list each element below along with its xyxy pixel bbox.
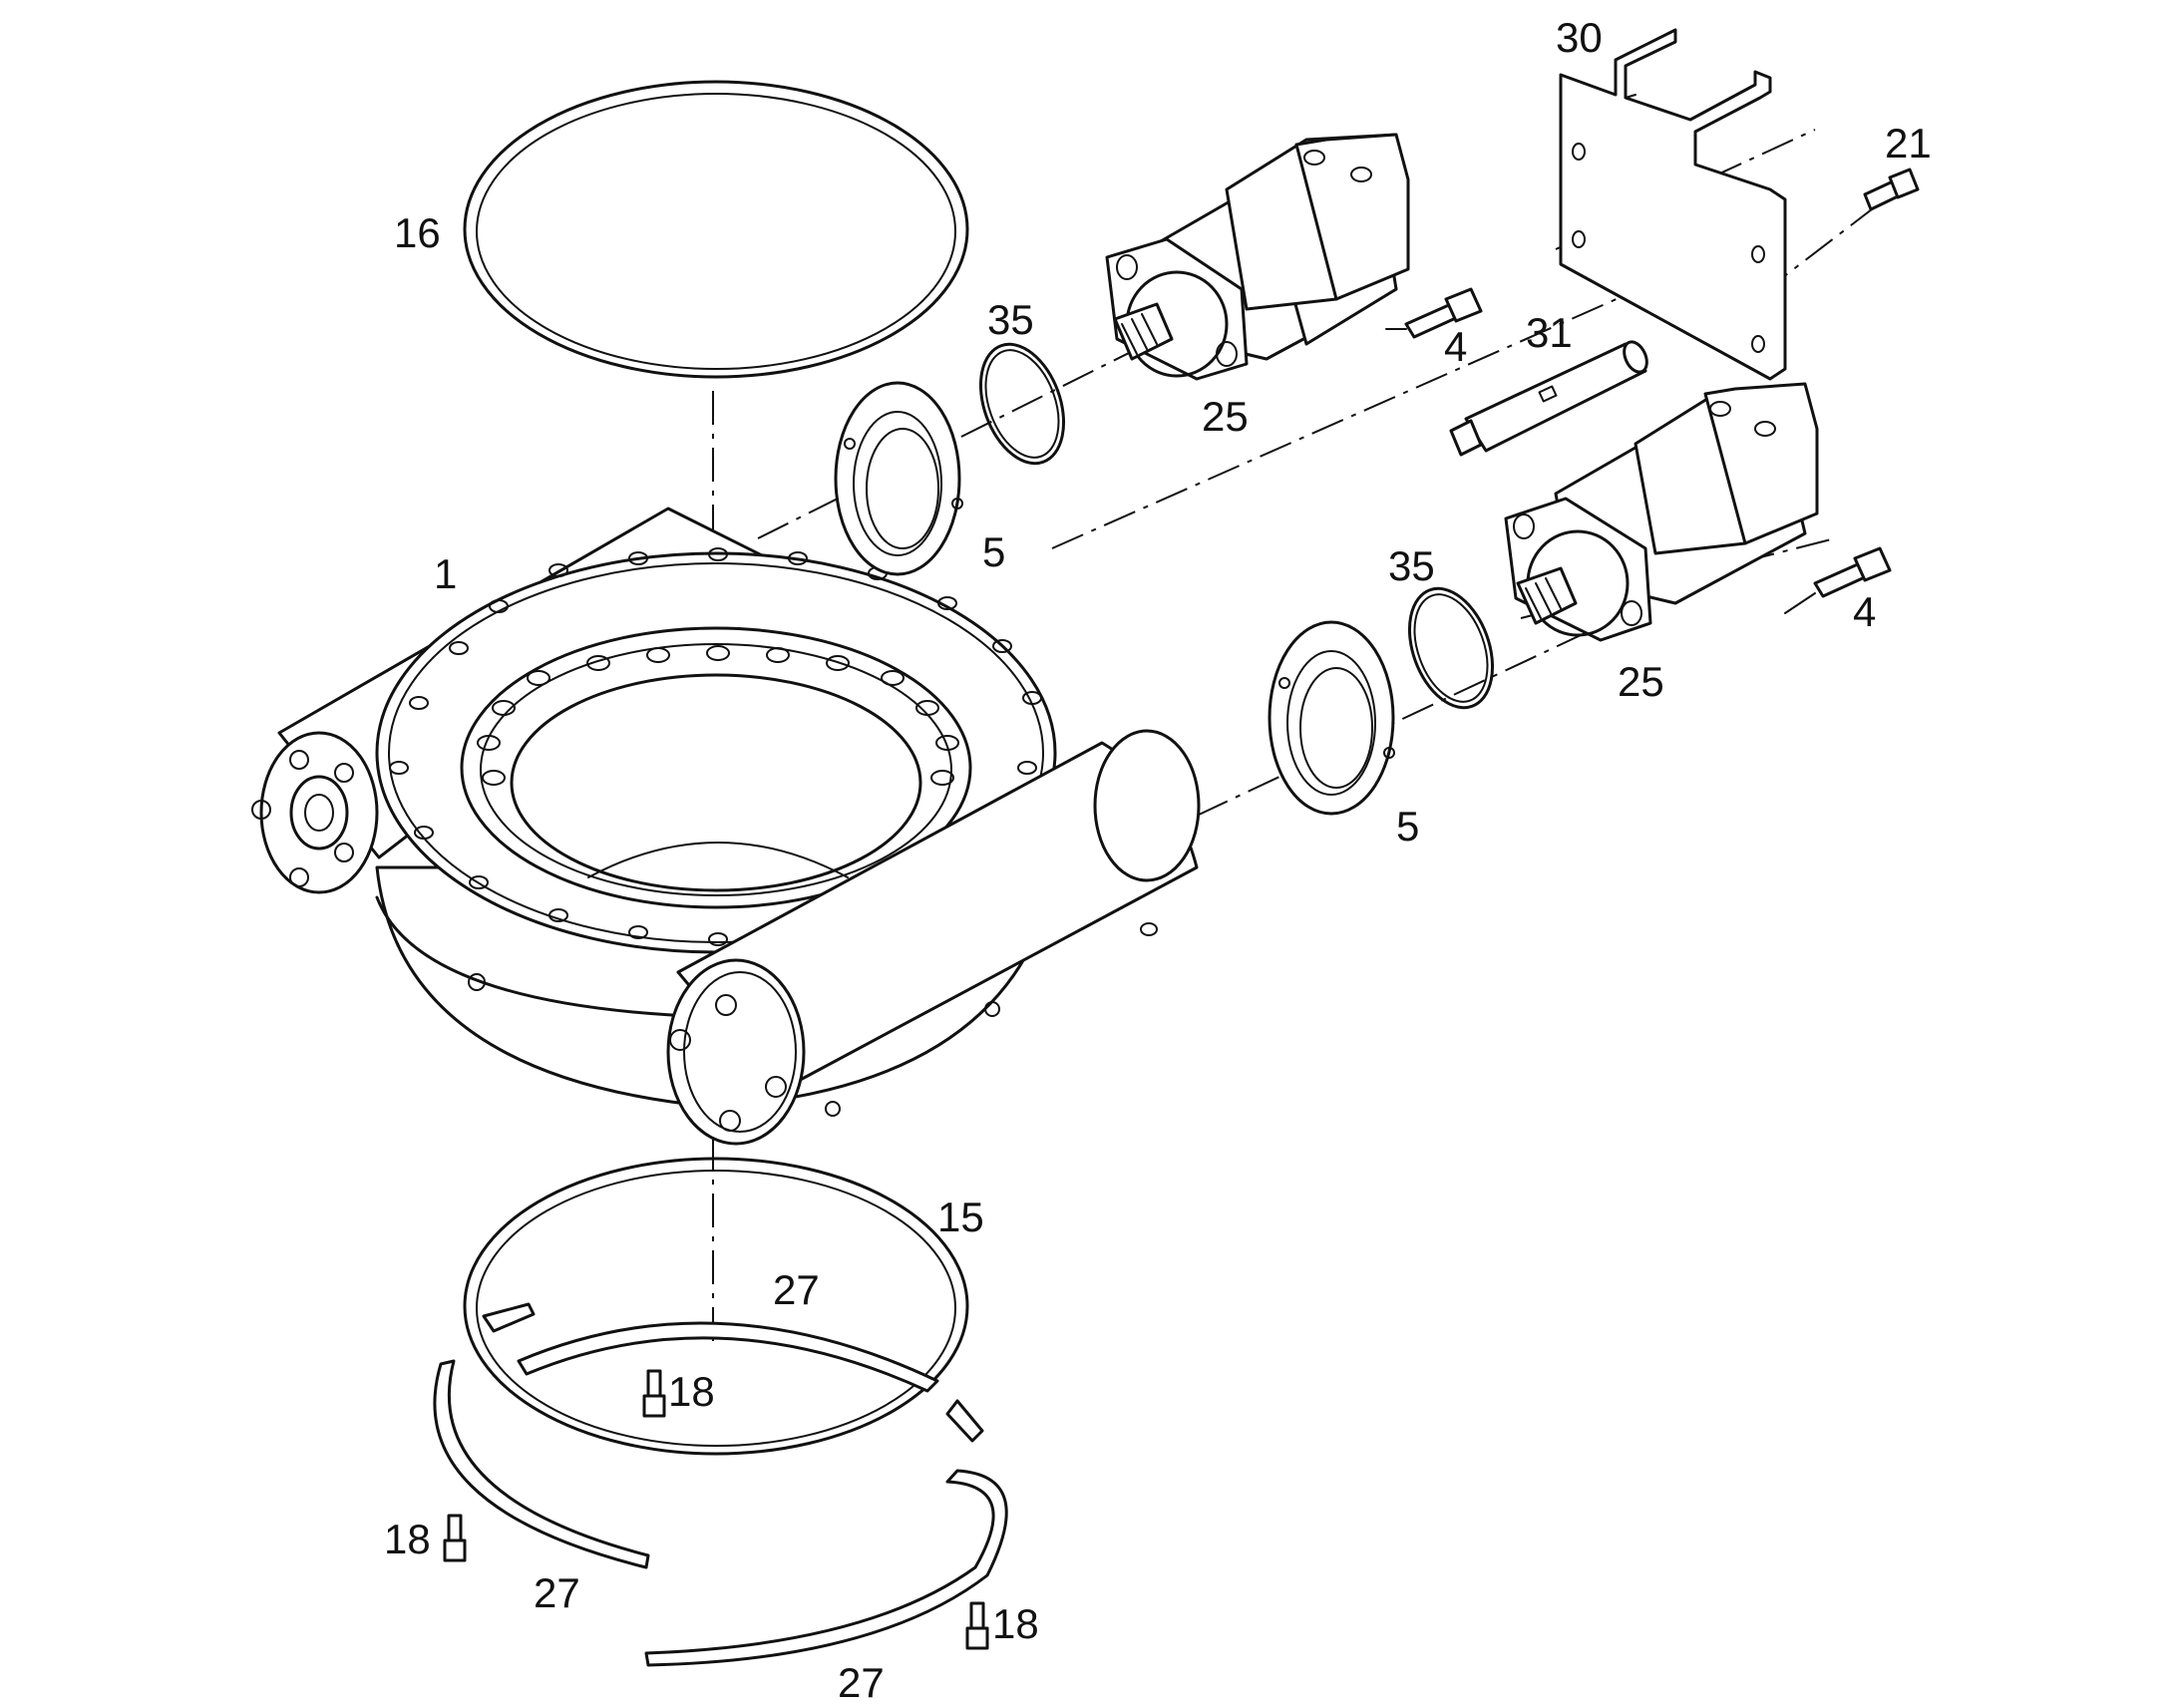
segment-strip-27-left — [433, 1359, 650, 1569]
callout-30: 30 — [1556, 14, 1603, 61]
o-ring-16 — [463, 80, 969, 379]
callout-18-center: 18 — [668, 1368, 715, 1415]
callout-27-top: 27 — [773, 1266, 820, 1313]
seal-ring-15 — [463, 1157, 969, 1456]
callout-35-lower: 35 — [1388, 542, 1435, 589]
bolt-18-right — [965, 1601, 989, 1650]
screw-21 — [1863, 168, 1920, 211]
callout-4-upper: 4 — [1444, 323, 1467, 370]
cap-screw-4-upper — [1385, 287, 1483, 339]
hydraulic-motor-25-upper — [1105, 133, 1410, 381]
callout-4-lower: 4 — [1853, 588, 1876, 635]
segment-strip-27-right — [644, 1469, 1008, 1667]
callout-31: 31 — [1526, 309, 1573, 356]
bolt-18-center — [642, 1369, 666, 1418]
slewing-drive-housing-1 — [251, 507, 1201, 1146]
o-ring-35-lower — [1407, 586, 1495, 710]
callout-35-upper: 35 — [987, 296, 1034, 343]
hydraulic-motor-25-lower — [1504, 382, 1819, 642]
inner-bolt-holes — [477, 645, 959, 786]
callout-5-lower: 5 — [1396, 803, 1419, 850]
callout-25-upper: 25 — [1202, 393, 1249, 440]
callout-18-right: 18 — [992, 1600, 1039, 1647]
bracket-plate-30 — [1559, 28, 1787, 381]
callout-15: 15 — [937, 1194, 984, 1240]
callout-16: 16 — [394, 209, 441, 256]
callout-27-right: 27 — [838, 1659, 885, 1706]
callout-1: 1 — [434, 550, 457, 597]
segment-strip-27-top — [482, 1302, 984, 1443]
callout-25-lower: 25 — [1618, 658, 1664, 705]
bolt-18-left — [443, 1514, 467, 1562]
o-ring-35-upper — [978, 342, 1066, 466]
callout-labels: 1 4 4 5 5 15 16 18 18 18 21 25 25 27 27 … — [384, 14, 1932, 1706]
cover-plate-5-upper — [834, 381, 963, 576]
callout-5-upper: 5 — [982, 528, 1005, 575]
cover-plate-5-lower — [1268, 620, 1395, 816]
callout-27-left: 27 — [534, 1569, 580, 1616]
callout-18-left: 18 — [384, 1516, 431, 1562]
callout-21: 21 — [1885, 120, 1932, 167]
shaft-pin-31 — [1449, 340, 1648, 457]
cap-screw-4-lower — [1784, 546, 1892, 614]
